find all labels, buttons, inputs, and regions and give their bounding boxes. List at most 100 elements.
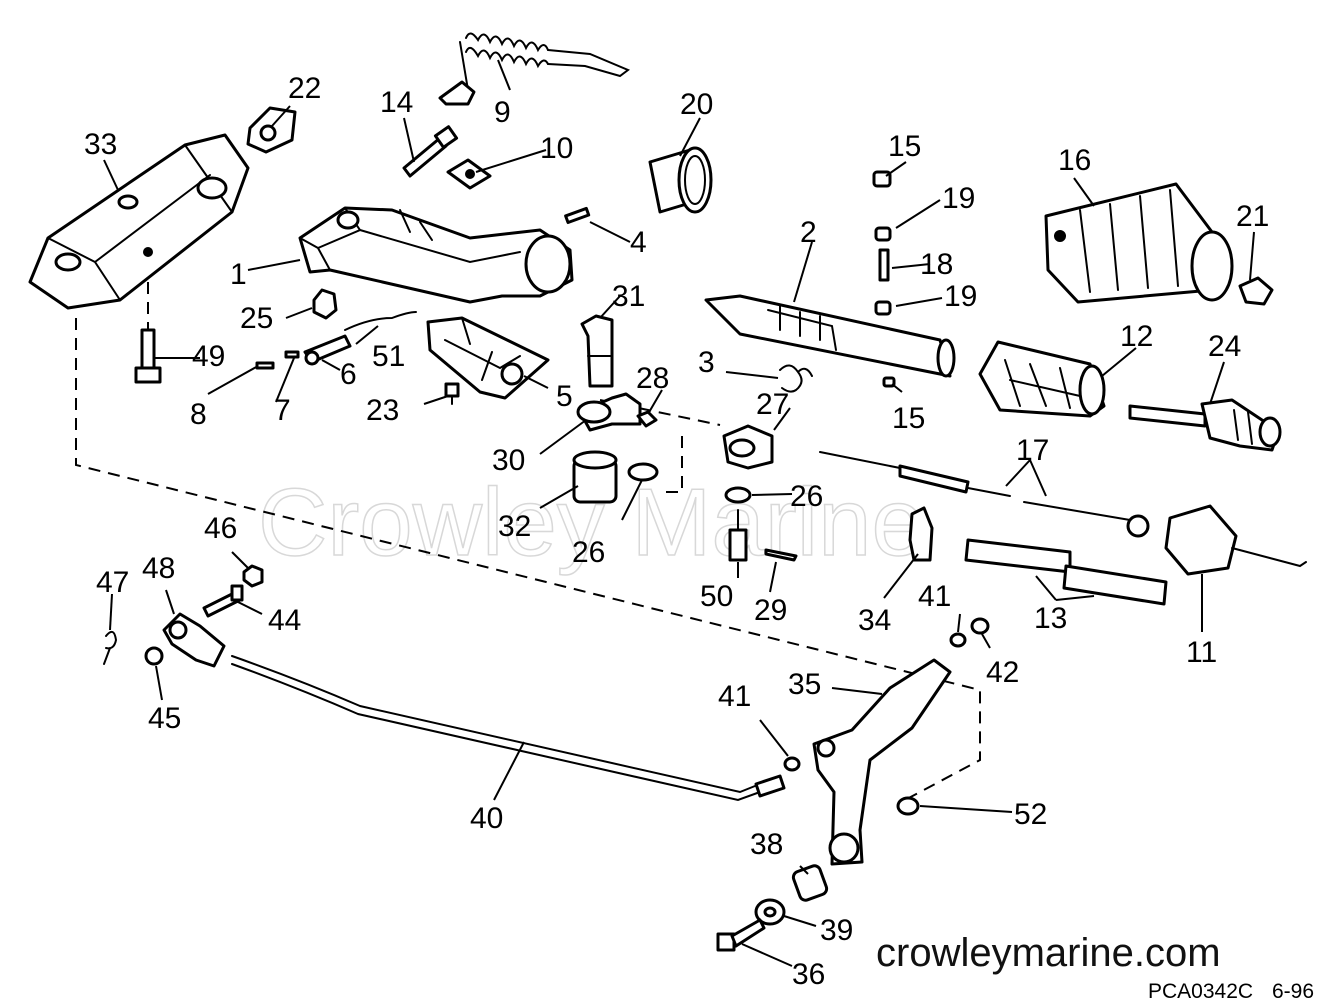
part-30-clamp: [576, 392, 642, 432]
callout-38: 38: [750, 828, 783, 861]
part-2-shaft: [704, 294, 956, 378]
part-7-pin: [284, 350, 300, 359]
part-35-shift-lever: [812, 658, 952, 866]
callout-51: 51: [372, 340, 405, 373]
callout-47: 47: [96, 566, 129, 599]
callout-46: 46: [204, 512, 237, 545]
callout-30: 30: [492, 444, 525, 477]
part-28-nut: [636, 410, 658, 428]
part-1-tiller-arm: [298, 206, 574, 304]
callout-48: 48: [142, 552, 175, 585]
part-34-bracket: [908, 506, 934, 562]
callout-41-right: 41: [918, 580, 951, 613]
part-25-nut: [312, 288, 338, 320]
callout-28: 28: [636, 362, 669, 395]
callout-45: 45: [148, 702, 181, 735]
callout-39: 39: [820, 914, 853, 947]
callout-31: 31: [612, 280, 645, 313]
part-19-bottom: [874, 300, 892, 316]
callout-50: 50: [700, 580, 733, 613]
callout-5: 5: [556, 380, 573, 413]
part-9-lanyard: [438, 32, 630, 106]
part-40-shift-rod: [231, 655, 786, 802]
part-41-washer-b: [783, 756, 801, 772]
callout-42: 42: [986, 656, 1019, 689]
part-20-bushing: [648, 146, 713, 214]
callout-18: 18: [920, 248, 953, 281]
part-31-pin: [580, 314, 614, 388]
part-15-bottom: [882, 376, 896, 388]
part-16-grip: [1044, 182, 1234, 304]
part-39-washer: [754, 898, 786, 926]
part-29-pin: [764, 548, 798, 562]
part-48-link: [162, 612, 226, 668]
callout-13: 13: [1034, 602, 1067, 635]
callout-26-left: 26: [572, 536, 605, 569]
callout-23: 23: [366, 394, 399, 427]
callout-11: 11: [1186, 636, 1217, 669]
part-10-clip: [446, 158, 492, 190]
part-14-screw: [402, 125, 459, 178]
callout-44: 44: [268, 604, 301, 637]
callout-24: 24: [1208, 330, 1241, 363]
callout-10: 10: [540, 132, 573, 165]
part-26-washer-b: [724, 486, 752, 504]
part-13-tubes: [964, 538, 1168, 606]
part-52-washer: [896, 796, 920, 816]
callout-1: 1: [230, 258, 247, 291]
callout-3: 3: [698, 346, 715, 379]
callout-16: 16: [1058, 144, 1091, 177]
callout-9: 9: [494, 96, 511, 129]
part-27-clamp: [722, 424, 774, 470]
drawing-code: PCA0342C: [1148, 980, 1253, 1003]
part-23-screw: [444, 382, 460, 405]
callout-20: 20: [680, 88, 713, 121]
part-26-washer-a: [627, 462, 659, 482]
callout-49: 49: [192, 340, 225, 373]
part-49-bolt: [134, 328, 162, 384]
part-8-pin: [255, 361, 275, 370]
part-51-wire: [344, 311, 417, 331]
part-46-nut: [242, 564, 264, 588]
callout-29: 29: [754, 594, 787, 627]
part-38-bushing: [791, 864, 829, 902]
part-33-bracket: [28, 133, 250, 310]
part-4-pin: [564, 206, 591, 225]
callout-34: 34: [858, 604, 891, 637]
callout-41-left: 41: [718, 680, 751, 713]
callout-21: 21: [1236, 200, 1269, 233]
callout-2: 2: [800, 216, 817, 249]
part-36-bolt: [716, 918, 766, 952]
callout-6: 6: [340, 358, 357, 391]
part-32-sleeve: [572, 450, 618, 504]
callout-12: 12: [1120, 320, 1153, 353]
callout-33: 33: [84, 128, 117, 161]
leader-lines: [103, 59, 1255, 967]
part-5-switch: [426, 316, 550, 400]
part-12-collar: [978, 340, 1106, 418]
callout-4: 4: [630, 226, 647, 259]
part-3-spring: [779, 364, 813, 393]
part-42-nut: [970, 617, 990, 635]
callout-52: 52: [1014, 798, 1047, 831]
website-text: crowleymarine.com: [876, 931, 1221, 975]
callout-15-bottom: 15: [892, 402, 925, 435]
callout-32: 32: [498, 510, 531, 543]
callout-17: 17: [1016, 434, 1049, 467]
callout-26-right: 26: [790, 480, 823, 513]
part-6-terminal: [303, 334, 352, 366]
callout-7: 7: [274, 394, 291, 427]
callout-8: 8: [190, 398, 207, 431]
part-19-top: [874, 226, 892, 242]
callout-14: 14: [380, 86, 413, 119]
callout-19-bottom: 19: [944, 280, 977, 313]
callout-22: 22: [288, 72, 321, 105]
part-41-washer-a: [949, 632, 967, 648]
callout-25: 25: [240, 302, 273, 335]
callout-40: 40: [470, 802, 503, 835]
part-44-stud: [202, 584, 244, 618]
callout-labels: 33 22 14 9 10 20 1 25 4 31 2 15 19 18 19…: [84, 72, 1269, 991]
part-24-friction-knob: [1128, 398, 1282, 452]
callout-15-top: 15: [888, 130, 921, 163]
